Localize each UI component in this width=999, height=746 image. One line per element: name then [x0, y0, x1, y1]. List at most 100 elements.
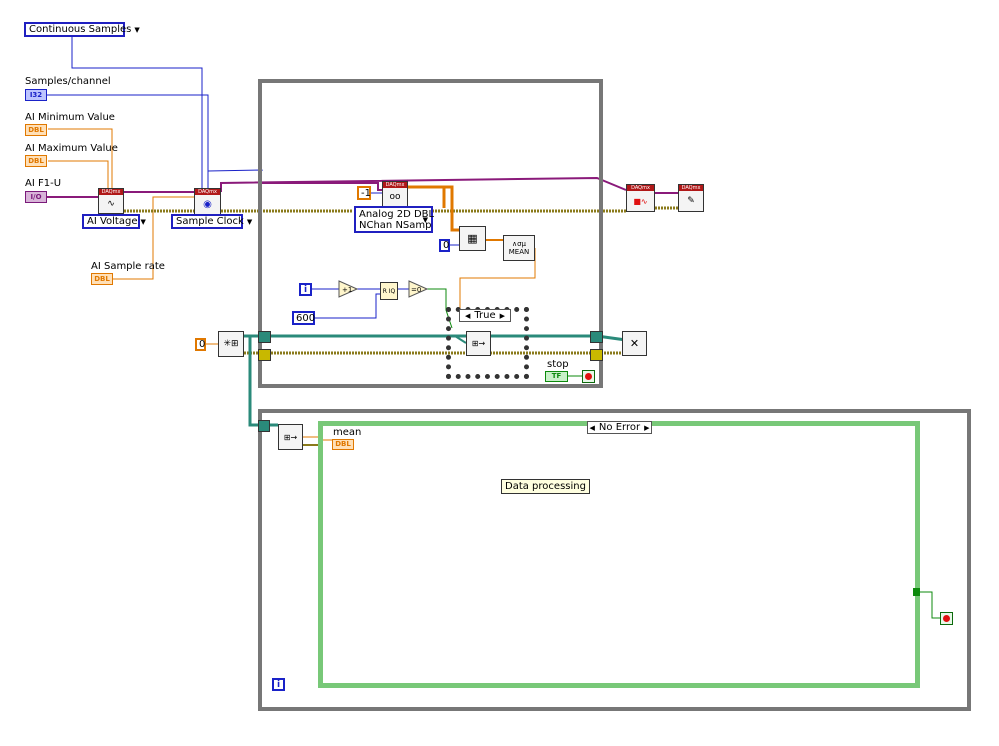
daqmx-read-vi[interactable]: DAQmx oo [382, 181, 408, 207]
no-error-label: No Error [598, 422, 641, 433]
daqmx-clear-task-vi[interactable]: DAQmx ✎ [678, 184, 704, 212]
equal-zero-label: =0 [411, 286, 421, 294]
dropdown-arrow-icon: ▼ [422, 216, 428, 224]
ai-voltage-ring[interactable]: AI Voltage ▼ [82, 214, 146, 229]
ai-voltage-label: AI Voltage [87, 216, 138, 227]
case-right-arrow-icon: ▶ [644, 423, 650, 432]
release-queue-function[interactable]: ✕ [622, 331, 647, 356]
ai-max-wire [48, 160, 109, 191]
read-type-line2: NChan NSamp [359, 220, 432, 231]
consumer-stop-wire [918, 591, 940, 619]
samples-per-channel-terminal[interactable]: I32 [25, 89, 47, 101]
stop-label: stop [547, 359, 569, 370]
sample-rate-label: AI Sample rate [91, 261, 165, 272]
case-selector-true[interactable]: ◀ True ▶ [459, 309, 511, 322]
ai-max-label: AI Maximum Value [25, 143, 118, 154]
case-right-arrow-icon: ▶ [499, 311, 506, 320]
case-selector-label: True [474, 310, 496, 321]
producer-loop-condition [582, 370, 595, 383]
queue-init-constant[interactable]: 0 [195, 338, 206, 351]
mean-vi[interactable]: ∧σμ MEAN [503, 235, 535, 261]
consumer-iteration-terminal: i [272, 678, 285, 691]
ai-channel-label: AI F1-U [25, 178, 62, 189]
eraser-icon: ✎ [687, 196, 695, 206]
read-count-constant[interactable]: -1 [357, 186, 371, 200]
samples-per-channel-label: Samples/channel [25, 76, 111, 87]
case-left-arrow-icon: ◀ [589, 423, 595, 432]
glasses-icon: oo [389, 192, 401, 202]
consumer-queue-tunnel [258, 420, 270, 432]
enum-wire-loop [207, 169, 263, 172]
case-selector-no-error[interactable]: ◀ No Error ▶ [587, 421, 652, 434]
task-wire-3 [220, 176, 627, 192]
ai-min-label: AI Minimum Value [25, 112, 115, 123]
stop-sign-icon [585, 373, 592, 380]
enqueue-icon: ⊞→ [471, 339, 486, 348]
mean-vi-label: MEAN [508, 248, 530, 256]
obtain-queue-icon: ✳⊞ [223, 339, 239, 349]
data-wire-2 [408, 185, 446, 208]
daqmx-header: DAQmx [195, 189, 220, 195]
task-wire-4 [262, 182, 383, 191]
mean-indicator-label: mean [333, 427, 362, 438]
dropdown-arrow-icon: ▼ [246, 217, 253, 226]
index-array-function[interactable]: ▦ [459, 226, 486, 251]
increment-function[interactable]: +1 [338, 280, 358, 298]
daqmx-header: DAQmx [99, 189, 123, 195]
increment-label: +1 [342, 286, 352, 294]
obtain-queue-function[interactable]: ✳⊞ [218, 331, 244, 357]
sample-rate-terminal[interactable]: DBL [91, 273, 113, 285]
ai-min-terminal[interactable]: DBL [25, 124, 47, 136]
sample-clock-label: Sample Clock [176, 216, 244, 227]
stop-sign-icon [943, 615, 950, 622]
data-processing-comment: Data processing [501, 479, 590, 494]
daqmx-timing-vi[interactable]: DAQmx ◉ [194, 188, 221, 215]
error-tunnel-left [258, 349, 271, 361]
array-grid-icon: ▦ [467, 232, 478, 245]
read-type-line1: Analog 2D DBL [359, 209, 435, 220]
daqmx-create-channel-vi[interactable]: DAQmx ∿ [98, 188, 124, 214]
statistics-icon: ∧σμ [511, 240, 526, 248]
equal-zero-function[interactable]: =0 [408, 280, 428, 298]
sample-mode-wire [71, 37, 203, 191]
ai-max-terminal[interactable]: DBL [25, 155, 47, 167]
queue-wire-enq [454, 335, 467, 344]
read-type-ring[interactable]: Analog 2D DBL NChan NSamp ▼ [354, 206, 435, 233]
dropdown-arrow-icon: ▼ [140, 217, 146, 226]
ai-channel-terminal[interactable]: I/O [25, 191, 47, 203]
sample-clock-ring[interactable]: Sample Clock ▼ [171, 214, 252, 229]
consumer-loop-condition [940, 612, 953, 625]
daqmx-stop-task-vi[interactable]: DAQmx ■∿ [626, 184, 655, 212]
case-left-arrow-icon: ◀ [464, 311, 471, 320]
queue-tunnel-right [590, 331, 603, 343]
queue-tunnel-left [258, 331, 271, 343]
quotient-remainder-function[interactable]: R IQ [380, 282, 398, 300]
error-case-structure [318, 421, 920, 688]
samples-per-channel-wire [46, 94, 209, 191]
sample-mode-label: Continuous Samples [29, 24, 132, 35]
mean-output-wire [459, 248, 536, 318]
producer-while-loop [258, 79, 603, 388]
clock-icon: ◉ [203, 199, 212, 210]
modulo-divisor-constant[interactable]: 600 [292, 311, 315, 325]
dropdown-arrow-icon: ▼ [134, 25, 140, 34]
index-constant[interactable]: 0 [439, 239, 450, 252]
stop-task-icon: ■∿ [633, 196, 648, 206]
queue-wire-main [244, 334, 627, 342]
sample-mode-ring[interactable]: Continuous Samples ▼ [24, 22, 140, 37]
dequeue-element-function[interactable]: ⊞→ [278, 424, 303, 450]
ai-min-wire [48, 128, 113, 191]
producer-iteration-terminal: i [299, 283, 312, 296]
error-tunnel-right [590, 349, 603, 361]
dequeue-icon: ⊞→ [283, 432, 298, 442]
mean-indicator-terminal[interactable]: DBL [332, 439, 354, 450]
release-queue-icon: ✕ [629, 337, 640, 350]
divisor-wire [315, 293, 380, 319]
stop-terminal[interactable]: TF [545, 371, 568, 382]
enqueue-element-function[interactable]: ⊞→ [466, 331, 491, 356]
daqmx-header: DAQmx [627, 185, 654, 191]
daqmx-header: DAQmx [383, 182, 407, 188]
daqmx-header: DAQmx [679, 185, 703, 191]
consumer-stop-tunnel [913, 588, 920, 596]
consumer-while-loop [258, 409, 971, 711]
